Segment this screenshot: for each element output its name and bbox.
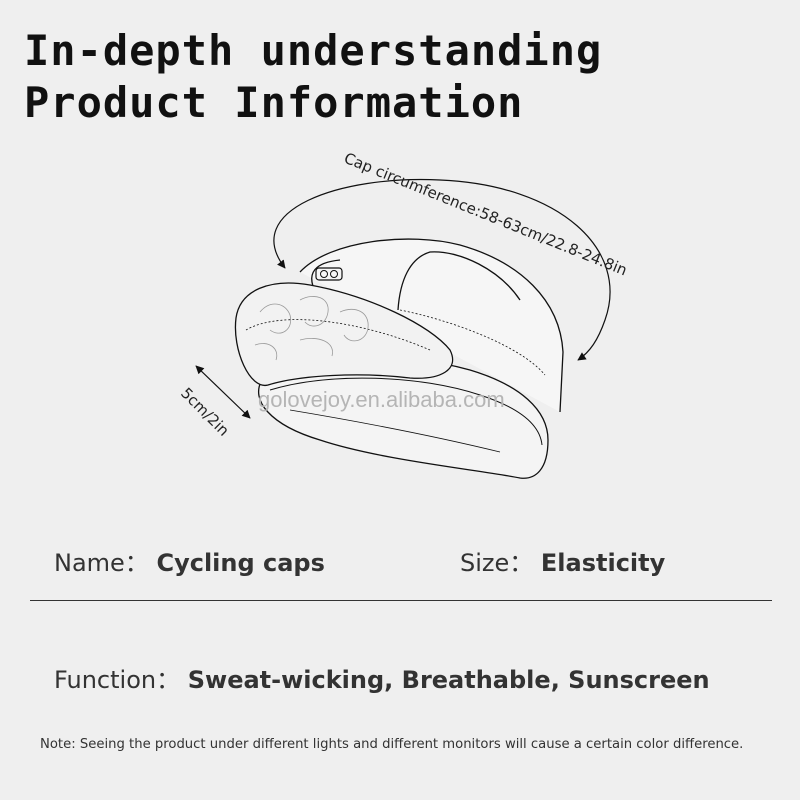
page-title-line-1: In-depth understanding bbox=[24, 26, 603, 75]
spec-function-label: Function： bbox=[54, 666, 181, 694]
spec-name-label: Name： bbox=[54, 549, 149, 577]
watermark-text: golovejoy.en.alibaba.com bbox=[258, 387, 505, 412]
spec-size: Size： Elasticity bbox=[460, 543, 665, 578]
divider bbox=[30, 600, 772, 601]
color-difference-note: Note: Seeing the product under different… bbox=[40, 737, 744, 752]
spec-function: Function： Sweat-wicking, Breathable, Sun… bbox=[54, 660, 710, 695]
page-title-line-2: Product Information bbox=[24, 78, 524, 127]
cap-drawing bbox=[234, 238, 564, 479]
spec-name-value: Cycling caps bbox=[156, 549, 325, 577]
spec-function-value: Sweat-wicking, Breathable, Sunscreen bbox=[187, 666, 710, 694]
spec-size-label: Size： bbox=[460, 549, 534, 577]
brim-width-label: 5cm/2in bbox=[177, 384, 233, 440]
brim-width-arrow bbox=[195, 365, 251, 419]
cycling-cap-illustration: Cap circumference:58-63cm/22.8-24.8in 5c… bbox=[177, 149, 630, 479]
circumference-arrow bbox=[273, 178, 611, 361]
spec-name: Name： Cycling caps bbox=[54, 543, 325, 578]
spec-size-value: Elasticity bbox=[540, 549, 666, 577]
